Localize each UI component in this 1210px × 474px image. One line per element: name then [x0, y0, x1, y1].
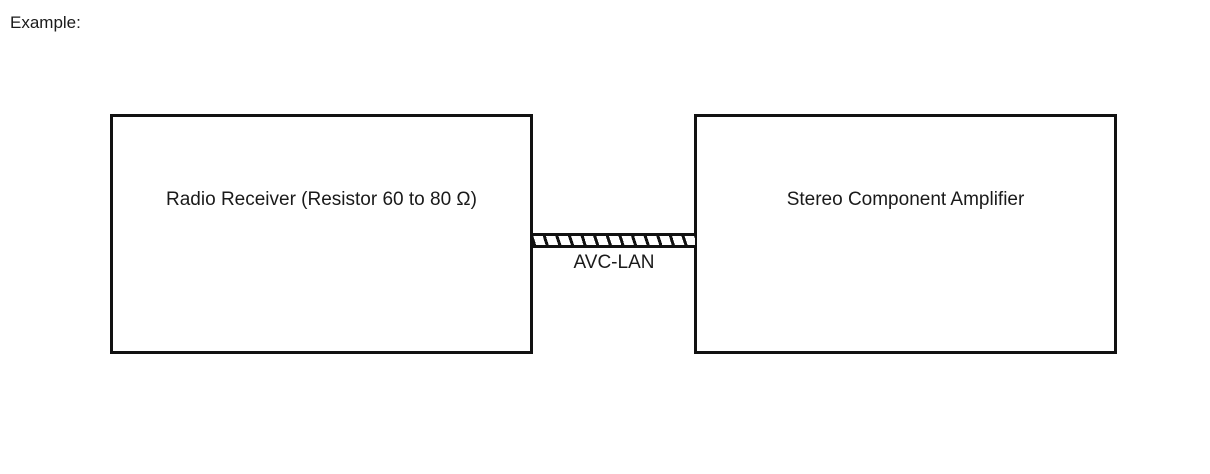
block-stereo-component-amplifier-label: Stereo Component Amplifier	[786, 189, 1025, 210]
example-caption: Example:	[10, 13, 81, 32]
block-radio-receiver: Radio Receiver (Resistor 60 to 80 Ω)	[110, 114, 533, 354]
block-radio-receiver-label: Radio Receiver (Resistor 60 to 80 Ω)	[166, 189, 477, 210]
avc-lan-connector-label: AVC-LAN	[573, 252, 655, 273]
hatched-cable-icon	[533, 233, 695, 248]
avc-lan-connector	[533, 233, 695, 248]
block-stereo-component-amplifier: Stereo Component Amplifier	[694, 114, 1117, 354]
